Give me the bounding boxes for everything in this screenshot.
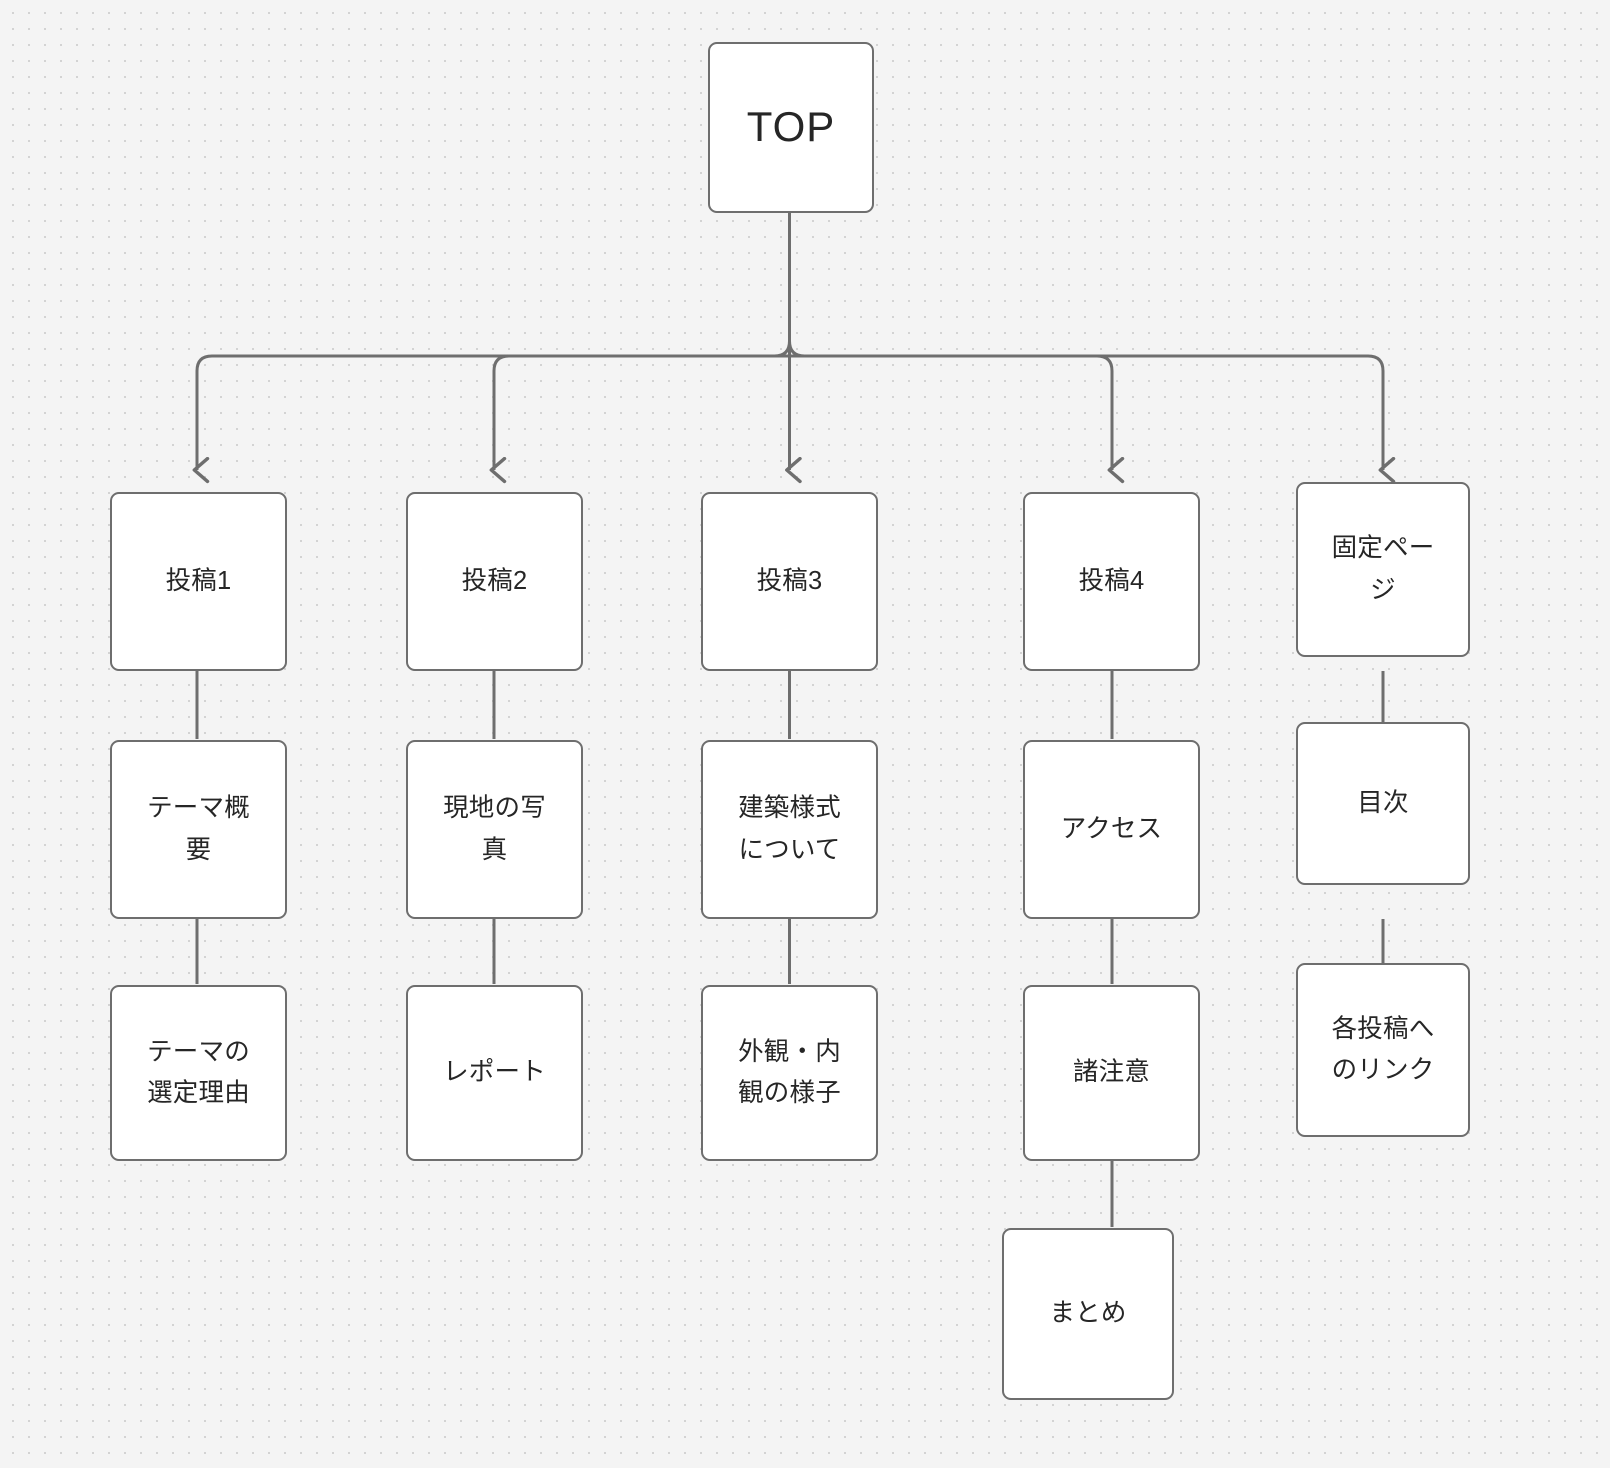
node-fixed-page[interactable]: 固定ペー ジ: [1296, 482, 1470, 657]
edge-top-to-post1: [192, 340, 791, 484]
node-theme-overview-label: テーマ概 要: [147, 794, 250, 864]
node-fixed-page-label: 固定ペー ジ: [1331, 534, 1435, 604]
node-links-to-posts[interactable]: 各投稿へ のリンク: [1296, 963, 1470, 1137]
edge-top-to-post4: [788, 340, 1125, 484]
node-architectural-style[interactable]: 建築様式 について: [701, 740, 878, 919]
node-post-1-label: 投稿1: [165, 566, 232, 595]
node-table-of-contents[interactable]: 目次: [1296, 722, 1470, 885]
node-site-photos[interactable]: 現地の写 真: [406, 740, 583, 919]
node-report[interactable]: レポート: [406, 985, 583, 1161]
node-summary[interactable]: まとめ: [1002, 1228, 1174, 1400]
node-post-4[interactable]: 投稿4: [1023, 492, 1200, 671]
node-report-label: レポート: [443, 1058, 546, 1087]
node-access-label: アクセス: [1060, 814, 1163, 843]
node-post-3[interactable]: 投稿3: [701, 492, 878, 671]
node-exterior-interior-views-label: 外観・内 観の様子: [738, 1037, 841, 1107]
node-exterior-interior-views[interactable]: 外観・内 観の様子: [701, 985, 878, 1161]
node-top-label: TOP: [746, 103, 836, 151]
node-table-of-contents-label: 目次: [1357, 788, 1409, 817]
node-notices-label: 諸注意: [1072, 1058, 1151, 1087]
node-post-1[interactable]: 投稿1: [110, 492, 287, 671]
node-theme-selection-reason[interactable]: テーマの 選定理由: [110, 985, 287, 1161]
edge-top-to-post2: [489, 354, 790, 484]
node-site-photos-label: 現地の写 真: [443, 794, 546, 864]
node-architectural-style-label: 建築様式 について: [738, 794, 841, 864]
node-theme-overview[interactable]: テーマ概 要: [110, 740, 287, 919]
node-post-2-label: 投稿2: [461, 566, 528, 595]
node-post-3-label: 投稿3: [756, 566, 823, 595]
node-notices[interactable]: 諸注意: [1023, 985, 1200, 1161]
node-access[interactable]: アクセス: [1023, 740, 1200, 919]
edge-top-to-fixedpage: [789, 354, 1396, 484]
node-post-2[interactable]: 投稿2: [406, 492, 583, 671]
node-theme-selection-reason-label: テーマの 選定理由: [147, 1037, 250, 1107]
node-summary-label: まとめ: [1049, 1299, 1127, 1328]
node-links-to-posts-label: 各投稿へ のリンク: [1331, 1014, 1435, 1084]
node-top[interactable]: TOP: [708, 42, 874, 213]
node-post-4-label: 投稿4: [1078, 566, 1145, 595]
